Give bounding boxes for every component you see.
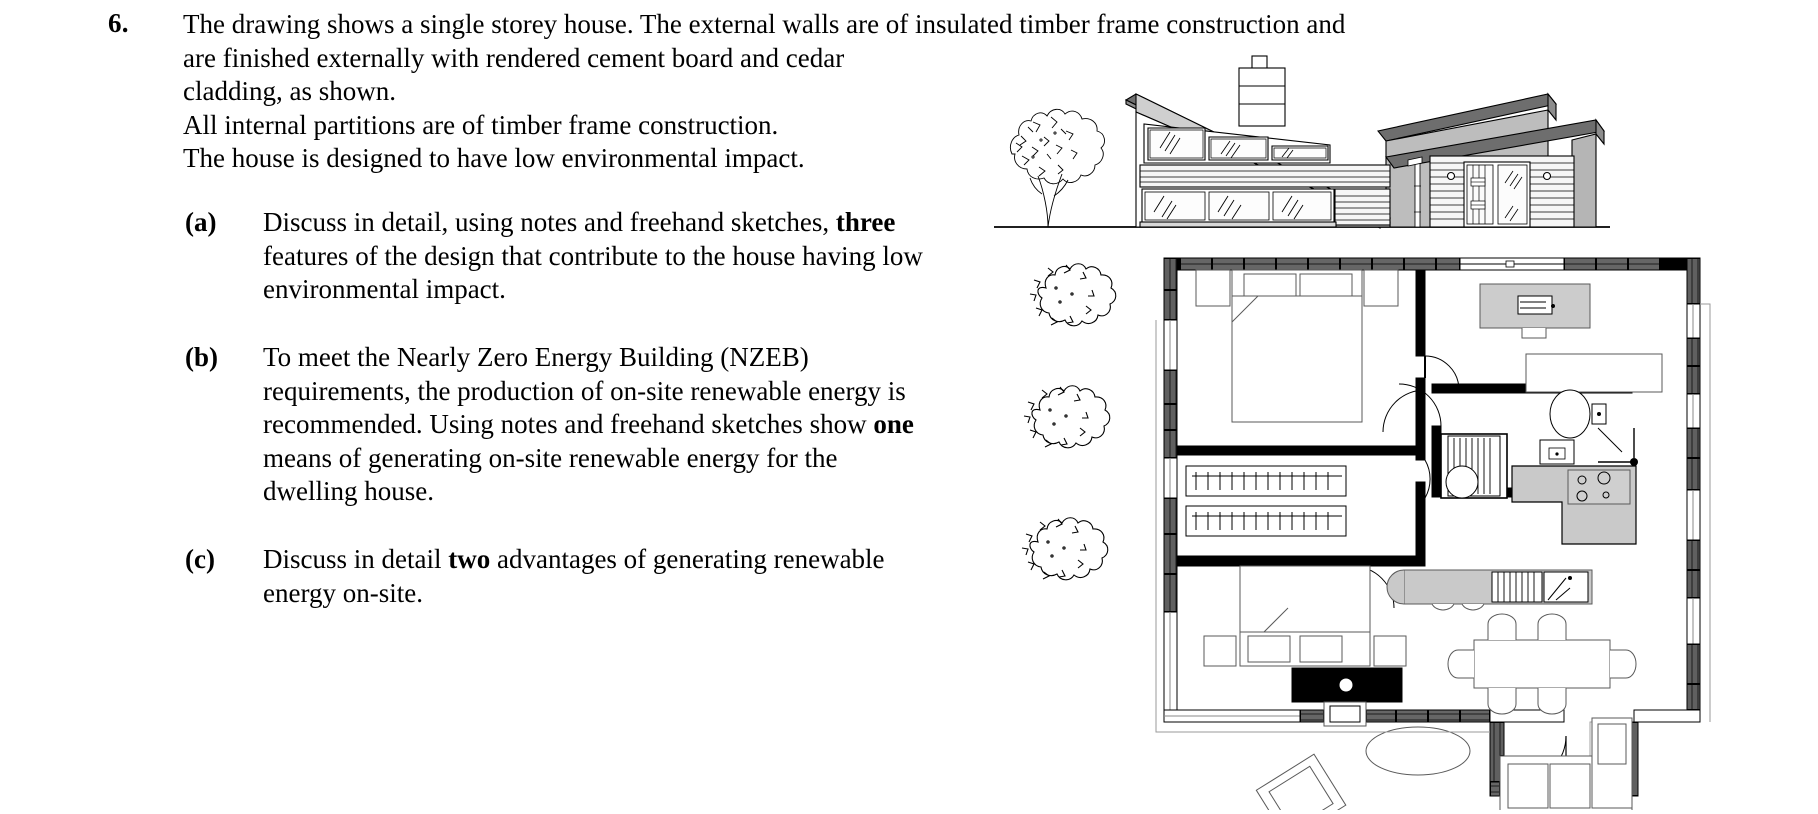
lower-window-assembly [1139,188,1337,228]
tv-unit [1479,283,1591,339]
part-b-line-3: recommended. Using notes and freehand sk… [263,409,914,439]
shrub-icon-1 [1029,263,1117,327]
site-outline [1155,303,1711,733]
question-intro: The drawing shows a single storey house.… [183,8,1483,176]
window-cill [1139,221,1337,228]
part-c-line-1: Discuss in detail two advantages of gene… [263,544,885,574]
cedar-cladding-band [1139,164,1391,188]
intro-line-4: All internal partitions are of timber fr… [183,109,779,140]
part-c-tag: (c) [185,544,215,574]
porch-light-left [1446,171,1456,181]
part-b-body: To meet the Nearly Zero Energy Building … [263,341,1003,509]
chimney-stack [1238,55,1286,127]
house-front-elevation-drawing [990,36,1818,232]
kitchen-units [1511,465,1637,545]
shrub-icon-2 [1023,385,1111,449]
elevation-svg [990,36,1818,232]
cedar-cladding-lower-right [1334,188,1391,226]
part-a-body: Discuss in detail, using notes and freeh… [263,206,1003,307]
exam-question-block: 6. The drawing shows a single storey hou… [108,8,1345,610]
house-ground-floor-plan-drawing [1000,244,1818,810]
tree-silhouette [1009,108,1105,228]
entrance-door [1446,161,1552,228]
part-b-line-2: requirements, the production of on-site … [263,375,906,406]
wardrobe-bedroom-1 [1185,465,1347,497]
intro-line-5: The house is designed to have low enviro… [183,143,805,173]
glass-reflection-upper [1159,131,1294,159]
part-a-line-1: Discuss in detail, using notes and freeh… [263,207,896,237]
sink [1543,571,1589,603]
floorplan-svg [1000,244,1818,810]
door-glazing [1497,164,1528,225]
wc-toilet [1549,389,1607,439]
armchair [1255,753,1347,810]
bedside-locker-right [1363,269,1399,307]
part-a-line-2: features of the design that contribute t… [263,240,923,271]
wash-hand-basin [1539,427,1638,466]
part-c-body: Discuss in detail two advantages of gene… [263,543,1003,610]
porch-light-right [1542,171,1552,181]
kitchen-island-and-sink [1386,569,1593,611]
part-a-tag: (a) [185,207,217,237]
part-b-line-1: To meet the Nearly Zero Energy Building … [263,342,809,372]
stove [1291,667,1403,727]
rainwater-downpipe [1407,156,1423,228]
porch-return-wall [1571,133,1597,228]
question-number: 6. [108,8,129,38]
external-walls [1163,257,1701,723]
question-part-c: (c) Discuss in detail two advantages of … [185,543,1015,610]
dining-table-and-chairs [1447,613,1637,715]
part-b-line-4: means of generating on-site renewable en… [263,442,838,473]
question-part-b: (b) To meet the Nearly Zero Energy Build… [185,341,1015,509]
rug-oval [1365,726,1471,776]
bedside-locker-left [1195,269,1231,307]
bath [1440,433,1508,499]
elevation-body [990,36,1818,232]
wardrobe-bedroom-2 [1185,505,1347,537]
question-part-a: (a) Discuss in detail, using notes and f… [185,206,1015,307]
part-c-line-2: energy on-site. [263,577,423,608]
part-a-line-3: environmental impact. [263,274,506,304]
intro-line-2: are finished externally with rendered ce… [183,42,845,73]
sofa [1499,717,1633,810]
upper-window-assembly [1143,123,1331,164]
part-b-line-5: dwelling house. [263,476,434,506]
intro-line-3: cladding, as shown. [183,76,396,106]
side-table [1525,353,1663,393]
glass-reflection-lower [1153,195,1304,220]
intro-line-1: The drawing shows a single storey house.… [183,9,1346,39]
hob [1567,469,1631,505]
part-b-tag: (b) [185,342,218,372]
shrub-icon-3 [1021,517,1109,581]
bed-bedroom-2 [1203,565,1407,667]
bed-bedroom-1 [1195,269,1399,423]
